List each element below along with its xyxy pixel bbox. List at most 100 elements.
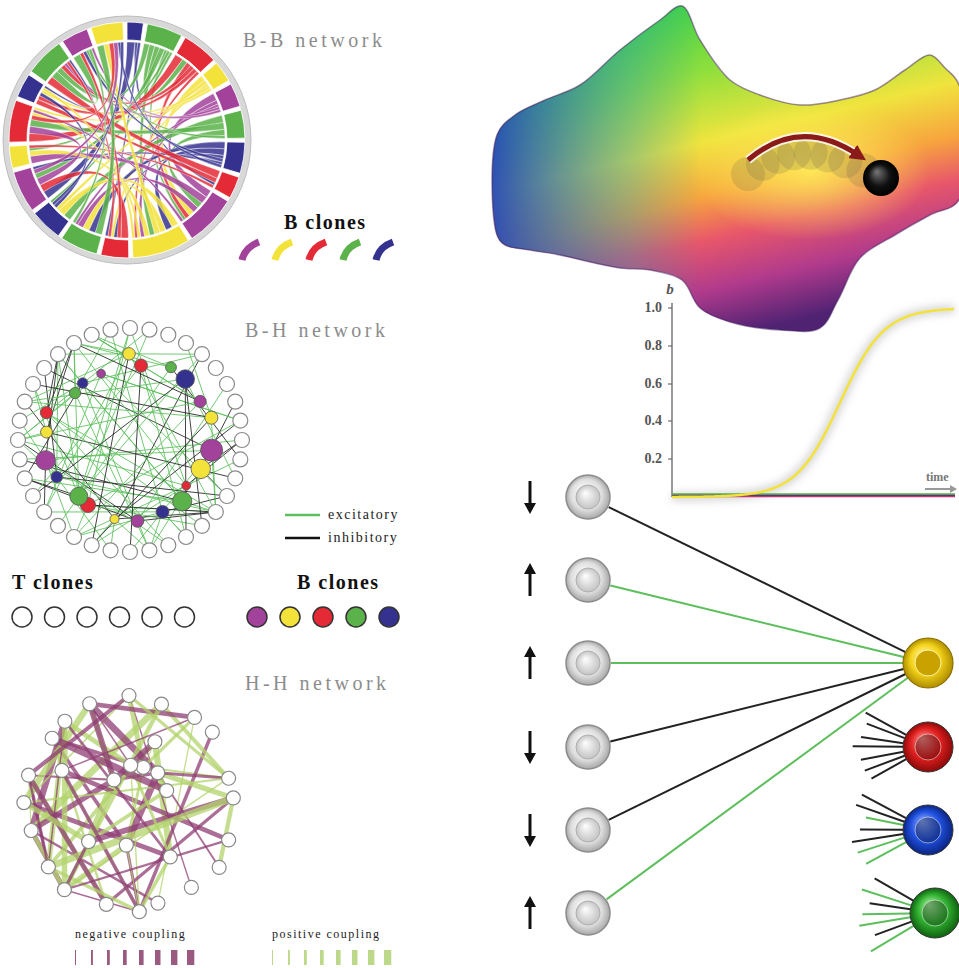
t-clone-symbol xyxy=(110,607,130,627)
bh-link xyxy=(46,413,168,546)
b-clone-node xyxy=(156,505,169,518)
b-clone-node xyxy=(194,395,206,407)
b-clone-symbol xyxy=(280,607,300,627)
spin-arrow-head xyxy=(524,503,536,514)
t-clone-symbol xyxy=(175,607,195,627)
synapse-link xyxy=(609,674,906,820)
synapse-stub xyxy=(862,912,910,915)
spin-arrow-head xyxy=(524,896,536,907)
trajectory-arrow xyxy=(748,137,858,160)
bh-link xyxy=(20,421,57,477)
b-cell-nucleus xyxy=(915,817,941,843)
negative-coupling-sample xyxy=(155,950,161,965)
spin-arrow-head xyxy=(524,646,536,657)
h-node xyxy=(45,731,59,745)
y-tick xyxy=(668,459,672,460)
bh-network xyxy=(11,321,250,560)
t-clone-node xyxy=(194,518,209,533)
t-clone-node xyxy=(235,433,250,448)
positive-coupling-sample xyxy=(272,950,273,965)
positive-coupling-sample xyxy=(320,950,324,965)
h-node xyxy=(222,771,236,785)
panel-title: B-B network xyxy=(243,29,385,52)
h-node xyxy=(99,897,113,911)
t-cell xyxy=(566,725,610,769)
bh-link xyxy=(74,343,79,496)
t-cell-nucleus xyxy=(576,568,600,592)
bh-link xyxy=(57,477,216,512)
bh-link xyxy=(201,402,236,469)
t-clone-node xyxy=(26,377,41,392)
t-clone-node xyxy=(208,361,223,376)
synapse-stub xyxy=(852,834,903,842)
tick-label: 1.0 xyxy=(645,300,663,316)
axis-title: time xyxy=(926,471,949,485)
chord-arc xyxy=(224,110,245,138)
spin-arrow-head xyxy=(524,836,536,847)
b-clone-symbol xyxy=(379,607,399,627)
b-clone-node xyxy=(176,370,195,389)
flat-clone-curve xyxy=(672,493,955,495)
h-node xyxy=(122,689,136,703)
spin-arrow-shaft xyxy=(529,655,532,679)
group-label: B clones xyxy=(284,211,367,234)
landscape-shading xyxy=(490,0,959,340)
negative-coupling-sample xyxy=(91,950,93,965)
h-node xyxy=(188,710,202,724)
panel-title: B-H network xyxy=(245,319,388,342)
chord-arc xyxy=(35,202,69,236)
neuron-network xyxy=(524,475,959,951)
hh-coupling xyxy=(62,770,139,911)
t-clone-node xyxy=(84,327,99,342)
t-clone-symbol xyxy=(45,607,65,627)
bh-link xyxy=(185,379,235,478)
t-clone-node xyxy=(17,394,32,409)
t-cell-nucleus xyxy=(576,901,600,925)
t-clone-node xyxy=(12,452,27,467)
t-clone-symbol xyxy=(142,607,162,627)
t-cell xyxy=(566,475,610,519)
t-clone-node xyxy=(233,452,248,467)
chord-arc xyxy=(17,75,43,103)
group-label: B clones xyxy=(297,571,380,594)
hh-coupling xyxy=(29,775,107,904)
b-clone-node xyxy=(173,492,192,511)
bh-link xyxy=(92,335,171,368)
synapse-stub xyxy=(861,737,903,743)
b-clone-node xyxy=(36,451,55,470)
negative-coupling-sample xyxy=(187,950,194,965)
h-node xyxy=(151,896,165,910)
bh-link xyxy=(114,421,240,519)
bh-link xyxy=(33,384,211,418)
t-clone-node xyxy=(161,538,176,553)
positive-coupling-sample xyxy=(336,950,341,965)
t-clone-node xyxy=(219,489,234,504)
spin-arrow-shaft xyxy=(529,905,532,929)
t-clone-symbol xyxy=(12,607,32,627)
t-cell xyxy=(566,558,610,602)
synapse-link xyxy=(607,678,908,900)
y-tick xyxy=(668,346,672,347)
landscape-blue-tint xyxy=(490,0,959,340)
bh-link xyxy=(25,402,212,418)
synapse-stub xyxy=(875,878,914,900)
b-clone-node xyxy=(77,378,87,388)
legend-text: inhibitory xyxy=(328,530,398,546)
bh-link xyxy=(25,379,186,402)
state-ball xyxy=(863,160,899,196)
t-clone-symbol xyxy=(77,607,97,627)
bh-link xyxy=(18,401,200,440)
t-clone-node xyxy=(84,538,99,553)
chord-arc xyxy=(182,192,228,239)
t-clone-node xyxy=(219,377,234,392)
spin-arrow-head xyxy=(524,563,536,574)
h-node xyxy=(22,768,36,782)
h-node xyxy=(83,697,97,711)
hh-coupling xyxy=(129,696,229,779)
spin-arrow-head xyxy=(524,753,536,764)
bh-link xyxy=(92,335,200,402)
tick-label: 0.8 xyxy=(645,338,663,354)
bh-link xyxy=(185,379,187,537)
t-clone-node xyxy=(67,336,82,351)
bh-link xyxy=(74,343,200,401)
